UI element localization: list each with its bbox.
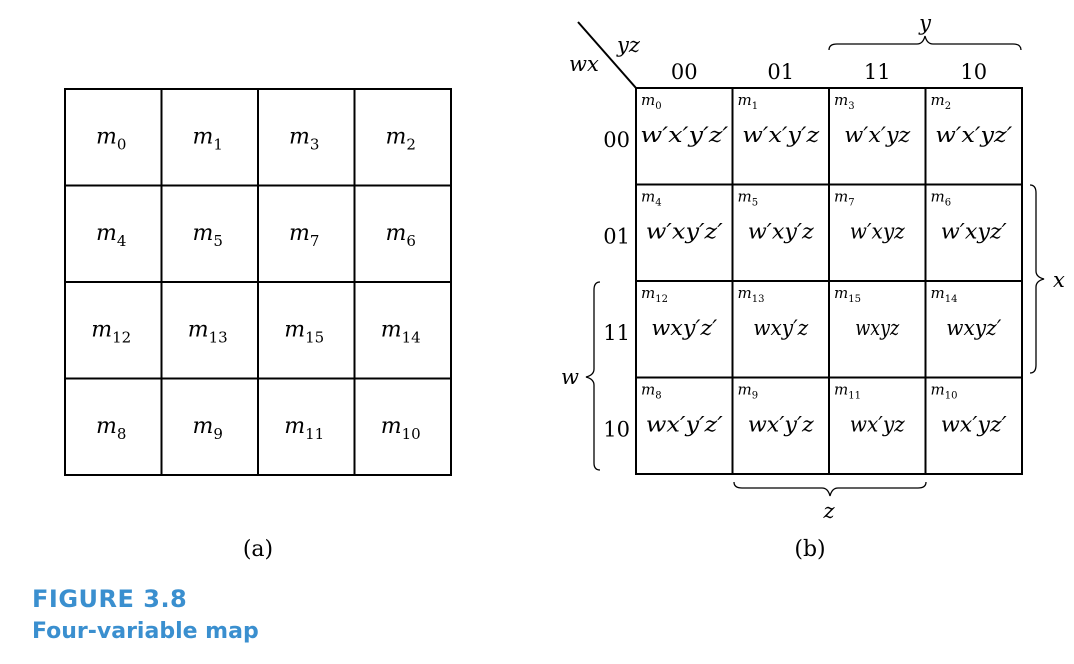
map-b-expression: wx′yz′ (941, 413, 1007, 437)
map-b-expression: w′x′yz′ (935, 123, 1012, 147)
map-b-expression: wxy′z (753, 316, 809, 340)
map-b-minterm: m11 (834, 381, 861, 402)
map-b-minterm: m14 (931, 284, 958, 305)
map-b-expression: w′xyz′ (941, 220, 1007, 244)
karnaugh-map-b: yz wx y x w z m0 w′x′y′z′ m1 w′x′y′z m3 w′x′y… (561, 11, 1065, 523)
map-b-minterm: m7 (834, 188, 855, 209)
map-b-expression: wxyz (855, 316, 900, 340)
map-a-minterm: m7 (289, 221, 319, 250)
brace-y (828, 35, 1022, 51)
map-b-col-header: 11 (864, 60, 891, 84)
map-b-expression: w′x′y′z (742, 123, 820, 147)
map-b-cell (924, 376, 1023, 475)
map-a-minterm: m10 (381, 414, 421, 443)
map-b-minterm: m9 (738, 381, 759, 402)
map-a-minterm: m8 (96, 414, 126, 443)
map-b-col-header: 00 (671, 60, 698, 84)
figure-number: FIGURE 3.8 (32, 585, 188, 613)
corner-diagonal (577, 21, 637, 89)
map-a-minterm: m15 (284, 317, 324, 346)
map-a-minterm: m11 (284, 414, 324, 443)
map-b-col-header: 01 (767, 60, 794, 84)
map-b-row-header: 10 (603, 418, 630, 442)
brace-label-w: w (561, 365, 579, 389)
map-a-minterm: m4 (96, 221, 126, 250)
brace-x (1029, 184, 1045, 374)
map-b-row-header: 01 (603, 225, 630, 249)
map-b-minterm: m6 (931, 188, 952, 209)
map-b-row-header: 00 (603, 128, 630, 152)
corner-row-var: wx (569, 52, 599, 76)
map-b-minterm: m1 (738, 91, 759, 112)
map-a-minterm: m1 (193, 124, 223, 153)
map-a-minterm: m5 (193, 221, 223, 250)
map-a-minterm: m3 (289, 124, 319, 153)
map-a-minterm: m2 (386, 124, 416, 153)
map-a-minterm: m12 (91, 317, 131, 346)
map-a-minterm: m6 (386, 221, 416, 250)
map-b-minterm: m4 (641, 188, 662, 209)
map-b-expression: wx′y′z (748, 413, 815, 437)
map-a-minterm: m9 (193, 414, 223, 443)
map-a-label: (a) (243, 537, 273, 562)
map-b-expression: w′x′y′z′ (640, 123, 728, 147)
map-a-cell (353, 377, 452, 476)
figure-caption: Four-variable map (32, 619, 259, 644)
brace-w (585, 281, 601, 471)
map-b-expression: wxyz′ (946, 316, 1001, 340)
corner-col-var: yz (616, 33, 641, 57)
map-b-minterm: m10 (931, 381, 958, 402)
map-a-minterm: m14 (381, 317, 421, 346)
map-b-expression: wx′y′z′ (646, 413, 723, 437)
map-b-expression: w′x′yz (844, 123, 911, 147)
map-b-expression: wxy′z′ (651, 316, 717, 340)
map-b-minterm: m8 (641, 381, 662, 402)
map-b-expression: w′xyz (850, 220, 906, 244)
map-b-label: (b) (794, 537, 825, 562)
map-b-minterm: m0 (641, 91, 662, 112)
map-b-minterm: m3 (834, 91, 855, 112)
map-b-minterm: m12 (641, 284, 668, 305)
map-a-minterm: m13 (188, 317, 228, 346)
map-b-row-header: 11 (603, 321, 630, 345)
map-b-col-header: 10 (960, 60, 987, 84)
brace-label-y: y (918, 11, 932, 35)
brace-label-z: z (822, 499, 835, 523)
brace-z (733, 481, 927, 497)
brace-label-x: x (1053, 268, 1065, 292)
map-b-expression: w′xy′z (748, 220, 815, 244)
karnaugh-map-a: m0 m1 m3 m2 m4 m5 m7 m6 m12 m13 m15 m14 m8 m9 m11 m10 (64, 88, 452, 476)
map-b-minterm: m5 (738, 188, 759, 209)
map-b-minterm: m15 (834, 284, 861, 305)
map-b-minterm: m13 (738, 284, 765, 305)
map-a-minterm: m0 (96, 124, 126, 153)
map-b-expression: wx′yz (850, 413, 906, 437)
map-b-expression: w′xy′z′ (646, 220, 723, 244)
map-b-minterm: m2 (931, 91, 952, 112)
